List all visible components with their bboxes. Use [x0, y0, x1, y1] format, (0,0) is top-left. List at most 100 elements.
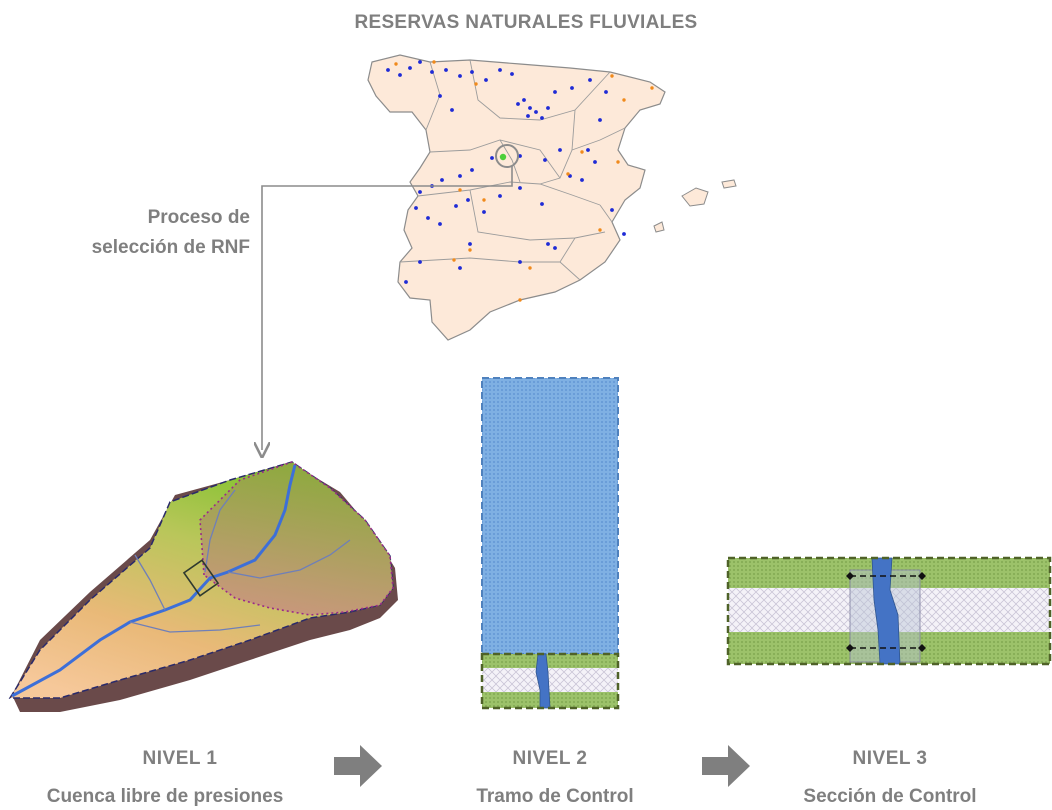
- reserve-dot: [543, 158, 547, 162]
- balearic-island-menorca: [721, 179, 737, 189]
- reserve-dot: [540, 202, 544, 206]
- reserve-dot: [438, 94, 442, 98]
- reserve-dot: [438, 222, 442, 226]
- reserve-dots-orange: [394, 60, 654, 302]
- reserve-dot: [418, 190, 422, 194]
- reserve-dot: [430, 70, 434, 74]
- reserve-dots-blue: [386, 60, 626, 284]
- process-label-line2: selección de RNF: [91, 237, 250, 258]
- reserve-dot: [528, 106, 532, 110]
- reserve-dot: [598, 228, 602, 232]
- reserve-dot: [650, 86, 654, 90]
- region-boundary: [469, 189, 606, 241]
- reserve-dot: [466, 198, 470, 202]
- reserve-dot: [586, 148, 590, 152]
- reserve-dot: [470, 168, 474, 172]
- reach-catchment-area: [481, 377, 619, 655]
- reserve-dot: [610, 208, 614, 212]
- reserve-dot: [558, 148, 562, 152]
- reserve-dot: [458, 188, 462, 192]
- reserve-dot: [604, 90, 608, 94]
- level-1-title: NIVEL 1: [142, 748, 218, 769]
- region-boundary: [599, 204, 613, 223]
- reserve-dot: [418, 260, 422, 264]
- reserve-dot: [404, 280, 408, 284]
- reserve-dot: [566, 172, 570, 176]
- reserve-dot: [490, 156, 494, 160]
- reserve-dot: [516, 102, 520, 106]
- reach-river: [535, 653, 551, 709]
- reserve-dot: [440, 178, 444, 182]
- reserve-dot: [452, 258, 456, 262]
- reserve-dot: [498, 68, 502, 72]
- tributary: [129, 621, 261, 633]
- region-boundary: [571, 127, 626, 151]
- control-reach-box: [182, 559, 220, 597]
- section-border: [726, 556, 1052, 666]
- reserve-dot: [616, 160, 620, 164]
- selection-connector-arrow: [262, 166, 513, 450]
- reserve-dot: [408, 66, 412, 70]
- reserve-dot: [484, 78, 488, 82]
- reserve-dot: [454, 204, 458, 208]
- section-marker: [846, 644, 854, 652]
- section-marker: [918, 644, 926, 652]
- reserve-dot: [622, 232, 626, 236]
- level-1-description: Cuenca libre de presiones: [46, 786, 284, 807]
- iberian-peninsula-shape: [367, 54, 666, 341]
- reserve-dot: [580, 150, 584, 154]
- reserve-dot: [468, 242, 472, 246]
- spain-map: [367, 54, 737, 341]
- region-boundary: [499, 139, 521, 183]
- reserve-dot: [414, 206, 418, 210]
- level-arrow-1-to-2: [334, 745, 382, 787]
- tributary: [204, 489, 236, 573]
- reserve-dot: [522, 98, 526, 102]
- reserve-dot: [593, 160, 597, 164]
- reserve-dot: [598, 118, 602, 122]
- reserve-dot: [580, 178, 584, 182]
- region-boundary: [539, 109, 576, 185]
- process-label: Proceso de selección de RNF: [40, 203, 250, 263]
- process-label-line1: Proceso de: [147, 207, 250, 228]
- balearic-island-mallorca: [681, 187, 709, 207]
- reserve-dot: [498, 194, 502, 198]
- diagram-title: RESERVAS NATURALES FLUVIALES: [354, 12, 698, 33]
- reserve-dot: [553, 90, 557, 94]
- balearic-island-ibiza: [653, 221, 665, 233]
- reserve-dot: [518, 298, 522, 302]
- level-2-description: Tramo de Control: [476, 786, 634, 807]
- reach-floodplain: [482, 668, 618, 692]
- selected-reserve-dot: [499, 153, 507, 161]
- reserve-dot: [510, 72, 514, 76]
- reserve-dot: [546, 242, 550, 246]
- reach-bank-border: [480, 652, 620, 710]
- reserve-dot: [450, 108, 454, 112]
- reserve-dot: [518, 154, 522, 158]
- reserve-dot: [518, 186, 522, 190]
- reserve-dot: [553, 246, 557, 250]
- reserve-dot: [482, 210, 486, 214]
- section-marker: [918, 572, 926, 580]
- control-section-illustration: [726, 556, 1052, 666]
- sub-basin-area: [199, 461, 394, 616]
- tributary: [227, 539, 351, 579]
- reserve-dot: [528, 266, 532, 270]
- control-reach-illustration: [480, 377, 620, 710]
- reserve-dot: [470, 70, 474, 74]
- region-boundary: [559, 237, 576, 263]
- selection-highlight-circle: [495, 144, 519, 168]
- reserve-dot: [458, 74, 462, 78]
- reserve-dot: [418, 60, 422, 64]
- basin-3d-illustration: [8, 461, 398, 712]
- reserve-dot: [426, 216, 430, 220]
- tributary: [134, 554, 166, 611]
- region-boundary: [469, 59, 611, 121]
- reserve-dot: [588, 78, 592, 82]
- reserve-dot: [540, 116, 544, 120]
- reserve-dot: [526, 114, 530, 118]
- main-river: [11, 464, 297, 698]
- level-3-description: Sección de Control: [803, 786, 977, 807]
- reserve-dot: [534, 110, 538, 114]
